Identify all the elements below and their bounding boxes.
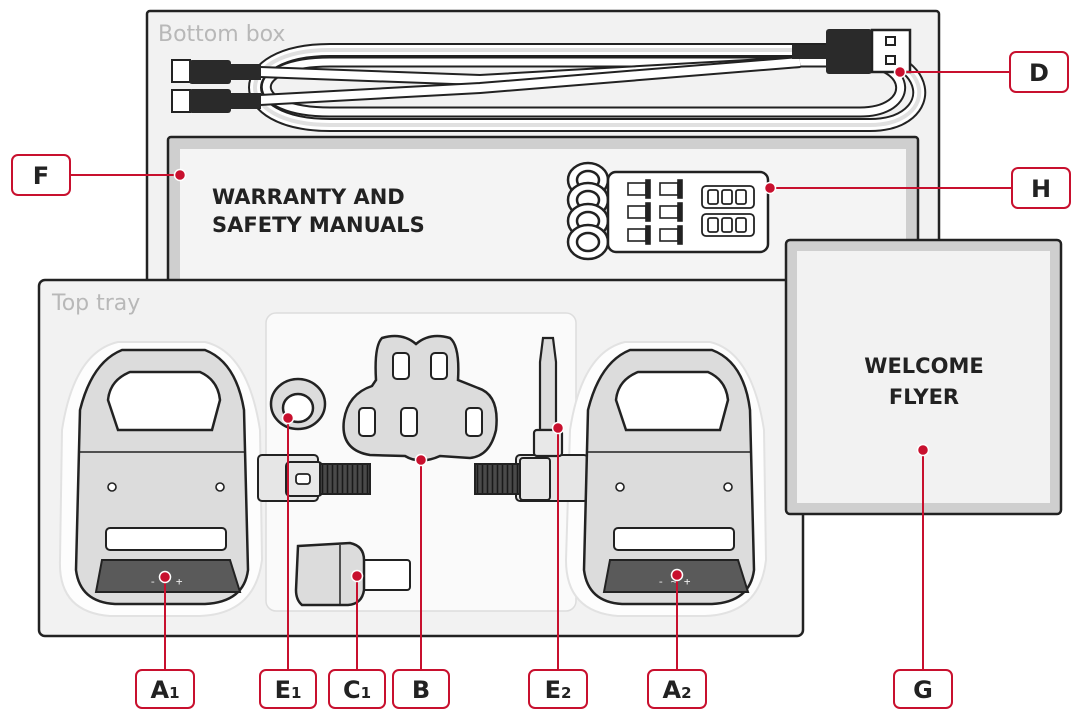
axle-right <box>474 457 551 501</box>
callout-b-box <box>392 669 450 709</box>
bottom-box-label: Bottom box <box>158 22 285 47</box>
pedal-right: - ~ + <box>515 341 768 617</box>
charging-adapter <box>294 541 411 607</box>
svg-text:- ~ +: - ~ + <box>657 575 690 588</box>
cleats <box>342 334 498 462</box>
callout-e2-label: E2 <box>545 676 572 704</box>
callout-d-dot <box>893 65 907 79</box>
callout-a2: A2 <box>647 568 707 709</box>
callout-c1: C1 <box>328 569 386 709</box>
callout-a2-box <box>647 669 707 709</box>
axle-left <box>285 461 371 497</box>
callout-c1-dot <box>350 569 364 583</box>
callout-c1-label: C1 <box>343 676 371 704</box>
callout-a1-box <box>135 669 195 709</box>
callout-a2-label: A2 <box>662 676 691 704</box>
pedal-washer <box>269 377 327 431</box>
callout-e1-box <box>259 669 317 709</box>
usb-connector <box>792 28 912 74</box>
callout-h-dot <box>763 181 777 195</box>
cleat-nuts <box>701 185 755 237</box>
callout-g-label: G <box>913 676 933 704</box>
callout-d: D <box>893 51 1069 93</box>
screws <box>627 179 683 245</box>
callout-f-label: F <box>33 162 49 190</box>
callout-e1: E1 <box>259 411 317 709</box>
cable-connector-left-top <box>171 59 261 84</box>
callout-f-dot <box>173 168 187 182</box>
callout-e2: E2 <box>528 421 588 709</box>
callout-f-box <box>11 154 71 196</box>
callout-c1-box <box>328 669 386 709</box>
callout-g-dot <box>916 443 930 457</box>
callout-a2-dot <box>670 568 684 582</box>
callout-a1-dot <box>158 570 172 584</box>
callout-g: G <box>893 443 953 709</box>
callout-e2-box <box>528 669 588 709</box>
callout-g-box <box>893 669 953 709</box>
callout-b: B <box>392 453 450 709</box>
manuals-title-line1: WARRANTY AND <box>212 185 405 209</box>
callout-b-dot <box>414 453 428 467</box>
spare-parts-bag <box>566 161 770 261</box>
callout-a1: A1 <box>135 570 195 709</box>
bottom-box: Bottom box <box>145 9 941 292</box>
callout-layer: A1 E1 C1 B E2 A2 G D F H <box>11 51 1071 709</box>
flyer-title-line1: WELCOME <box>864 354 983 378</box>
callout-h-label: H <box>1031 175 1051 203</box>
callout-h: H <box>763 167 1071 209</box>
manuals-title-line2: SAFETY MANUALS <box>212 213 425 237</box>
callout-e1-label: E1 <box>275 676 302 704</box>
pedal-tool <box>532 336 564 458</box>
top-tray-label: Top tray <box>51 291 140 316</box>
callout-d-box <box>1009 51 1069 93</box>
washers <box>566 161 610 261</box>
callout-a1-label: A1 <box>150 676 179 704</box>
callout-f: F <box>11 154 187 196</box>
callout-b-label: B <box>412 676 430 704</box>
callout-e2-dot <box>551 421 565 435</box>
callout-e1-dot <box>281 411 295 425</box>
callout-h-box <box>1011 167 1071 209</box>
flyer-title-line2: FLYER <box>889 385 959 409</box>
cable-connector-left-bottom <box>171 89 261 113</box>
callout-d-label: D <box>1029 59 1049 87</box>
